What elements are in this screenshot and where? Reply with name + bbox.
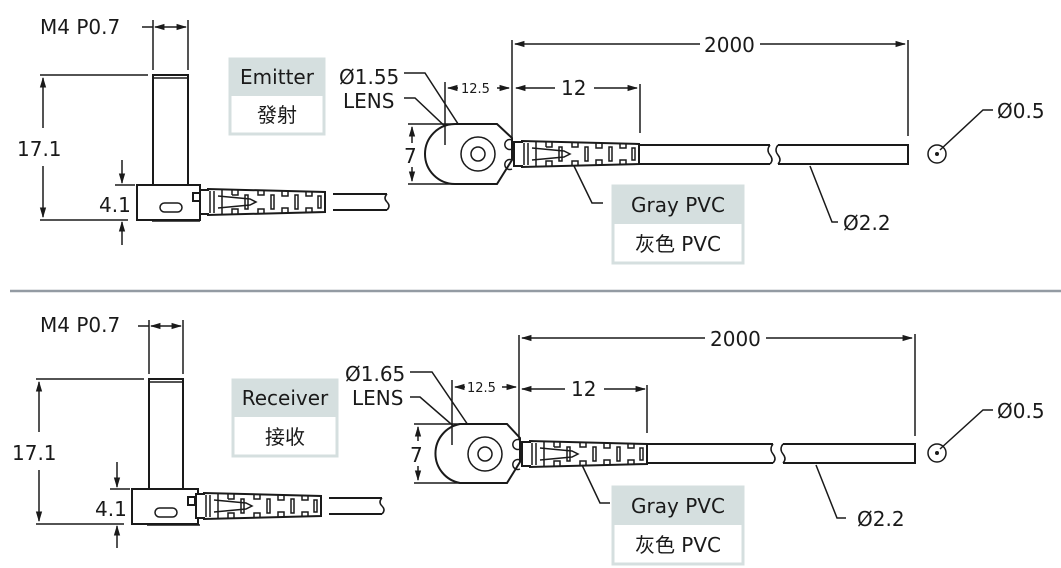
lens-label: LENS [352,386,403,410]
cable-diameter-label: Ø2.2 [843,211,891,235]
cable-end-view [927,144,947,164]
emitter-panel: M4 P0.7 17.1 4.1 Emitter 發射 Ø1.55 LENS [17,15,1045,265]
lens-diameter-label: Ø1.55 [339,65,399,89]
lens-core [477,446,493,462]
role-label-en: Receiver [242,386,329,410]
emitter-side-view [136,74,390,222]
role-label-en: Emitter [240,65,315,89]
head-offset-dimension: 12.5 [467,381,496,396]
threaded-shaft [152,74,189,186]
lens-core [470,146,486,162]
role-label-zh: 接收 [265,425,305,449]
material-label-en: Gray PVC [631,193,725,217]
base-dimension: 4.1 [99,193,131,217]
lens-head [424,123,513,185]
base-block [131,488,199,525]
base-slot [159,202,183,213]
receiver-top-view [434,423,916,484]
material-label-zh: 灰色 PVC [635,533,721,557]
cable-end-view [927,443,947,463]
cable-length-dimension: 2000 [710,327,761,351]
head-offset-dimension: 12.5 [461,82,490,97]
material-label-zh: 灰色 PVC [635,232,721,256]
cable-diameter-label: Ø2.2 [857,507,905,531]
role-label-zh: 發射 [257,103,297,127]
emitter-role-label: Emitter 發射 [228,57,326,136]
sleeve-length-dimension: 12 [561,76,586,100]
material-label-en: Gray PVC [631,494,725,518]
base-dimension: 4.1 [95,497,127,521]
height-dimension: 17.1 [17,137,62,161]
height-dimension: 17.1 [12,441,57,465]
lens-outer-ring [460,136,496,172]
emitter-top-view [424,123,909,185]
material-label: Gray PVC 灰色 PVC [611,485,745,566]
lens-label: LENS [343,89,394,113]
core-diameter-label: Ø0.5 [997,99,1045,123]
receiver-panel: M4 P0.7 17.1 4.1 Receiver 接收 Ø1.65 LENS [12,313,1045,566]
receiver-side-view [131,378,385,526]
head-height-dimension: 7 [410,443,423,467]
head-height-dimension: 7 [404,144,417,168]
sleeve-length-dimension: 12 [571,377,596,401]
core-diameter-label: Ø0.5 [997,399,1045,423]
receiver-role-label: Receiver 接收 [231,378,339,458]
lens-outer-ring [467,436,503,472]
cable-length-dimension: 2000 [704,33,755,57]
material-label: Gray PVC 灰色 PVC [611,184,745,265]
lens-diameter-label: Ø1.65 [345,362,405,386]
thread-label: M4 P0.7 [40,15,120,39]
thread-label: M4 P0.7 [40,313,120,337]
threaded-shaft [148,378,184,490]
base-slot [154,507,178,518]
